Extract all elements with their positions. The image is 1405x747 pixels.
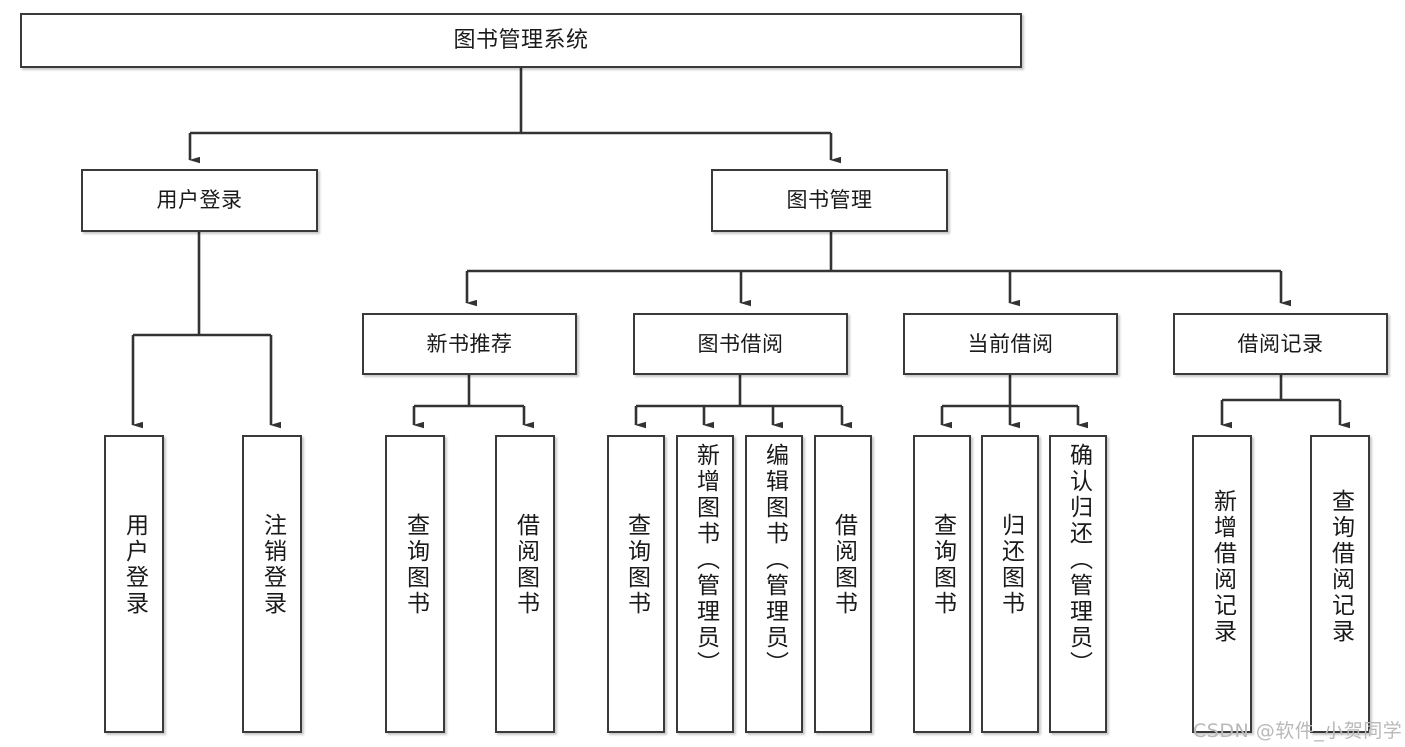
node-leaf-add-borrow-record[interactable]: 新增借阅记录: [1192, 435, 1252, 733]
node-book-management[interactable]: 图书管理: [711, 169, 948, 232]
node-label: 归还图书: [997, 513, 1024, 617]
node-label: 图书借阅: [697, 331, 784, 356]
node-label: 借阅图书: [830, 513, 857, 617]
node-leaf-query-book-borrow[interactable]: 查询图书: [607, 435, 665, 733]
node-new-book-recommend[interactable]: 新书推荐: [362, 313, 577, 375]
node-leaf-edit-book-admin[interactable]: 编辑图书（管理员）: [745, 435, 803, 733]
node-label: 图书管理系统: [453, 27, 589, 53]
node-label: 当前借阅: [967, 331, 1054, 356]
node-label: 图书管理: [786, 188, 873, 213]
node-label: 确认归还（管理员）: [1065, 443, 1092, 677]
node-book-borrow[interactable]: 图书借阅: [633, 313, 848, 375]
node-leaf-return-book[interactable]: 归还图书: [981, 435, 1039, 733]
node-leaf-query-book-current[interactable]: 查询图书: [913, 435, 971, 733]
node-label: 新书推荐: [426, 331, 513, 356]
node-current-borrow[interactable]: 当前借阅: [903, 313, 1118, 375]
node-leaf-query-book-recommend[interactable]: 查询图书: [385, 435, 445, 733]
node-label: 新增图书（管理员）: [692, 443, 719, 677]
node-label: 借阅图书: [512, 513, 539, 617]
node-leaf-borrow-book[interactable]: 借阅图书: [814, 435, 872, 733]
csdn-watermark: CSDN @软件_小贺同学: [1193, 720, 1403, 742]
node-leaf-user-logout[interactable]: 注销登录: [242, 435, 302, 733]
node-label: 查询图书: [402, 513, 429, 617]
node-leaf-add-book-admin[interactable]: 新增图书（管理员）: [676, 435, 734, 733]
node-label: 用户登录: [121, 513, 148, 617]
node-label: 用户登录: [156, 188, 243, 213]
node-label: 查询图书: [623, 513, 650, 617]
node-root-book-management-system[interactable]: 图书管理系统: [20, 13, 1022, 68]
node-leaf-query-borrow-record[interactable]: 查询借阅记录: [1310, 435, 1370, 733]
node-label: 编辑图书（管理员）: [761, 443, 788, 677]
node-label: 查询借阅记录: [1327, 489, 1354, 645]
node-label: 查询图书: [929, 513, 956, 617]
node-user-login[interactable]: 用户登录: [81, 169, 318, 232]
node-label: 借阅记录: [1237, 331, 1324, 356]
node-borrow-record[interactable]: 借阅记录: [1173, 313, 1388, 375]
node-leaf-user-login[interactable]: 用户登录: [104, 435, 164, 733]
node-leaf-borrow-book-recommend[interactable]: 借阅图书: [495, 435, 555, 733]
node-label: 注销登录: [259, 513, 286, 617]
node-leaf-confirm-return-admin[interactable]: 确认归还（管理员）: [1049, 435, 1107, 733]
node-label: 新增借阅记录: [1209, 489, 1236, 645]
